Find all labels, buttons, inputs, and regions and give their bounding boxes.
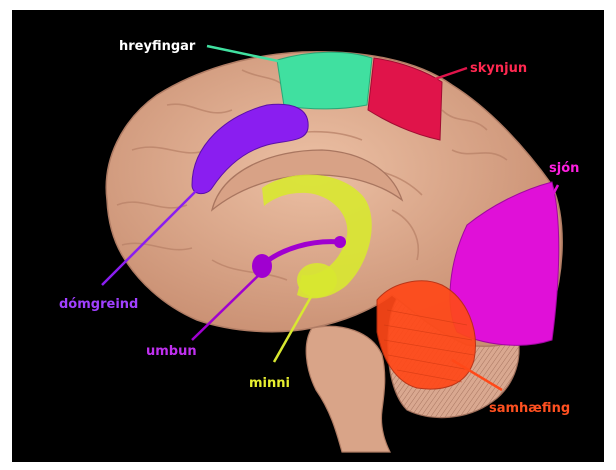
brain-illustration <box>12 10 604 462</box>
memory-region-bulb <box>297 263 337 297</box>
motor-region <box>277 52 372 109</box>
brain-image: hreyfingar skynjun sjón dómgreind umbun … <box>12 10 604 462</box>
reward-label: umbun <box>146 345 197 358</box>
reward-node-front <box>252 254 272 278</box>
motor-label: hreyfingar <box>119 40 195 53</box>
judgment-label: dómgreind <box>59 298 138 311</box>
reward-node-back <box>334 236 346 248</box>
sensory-label: skynjun <box>470 62 527 75</box>
brainstem <box>306 326 390 452</box>
vision-label: sjón <box>549 162 579 175</box>
sensory-leader-line <box>432 68 467 80</box>
memory-label: minni <box>249 377 290 390</box>
coordination-label: samhæfing <box>489 402 570 415</box>
